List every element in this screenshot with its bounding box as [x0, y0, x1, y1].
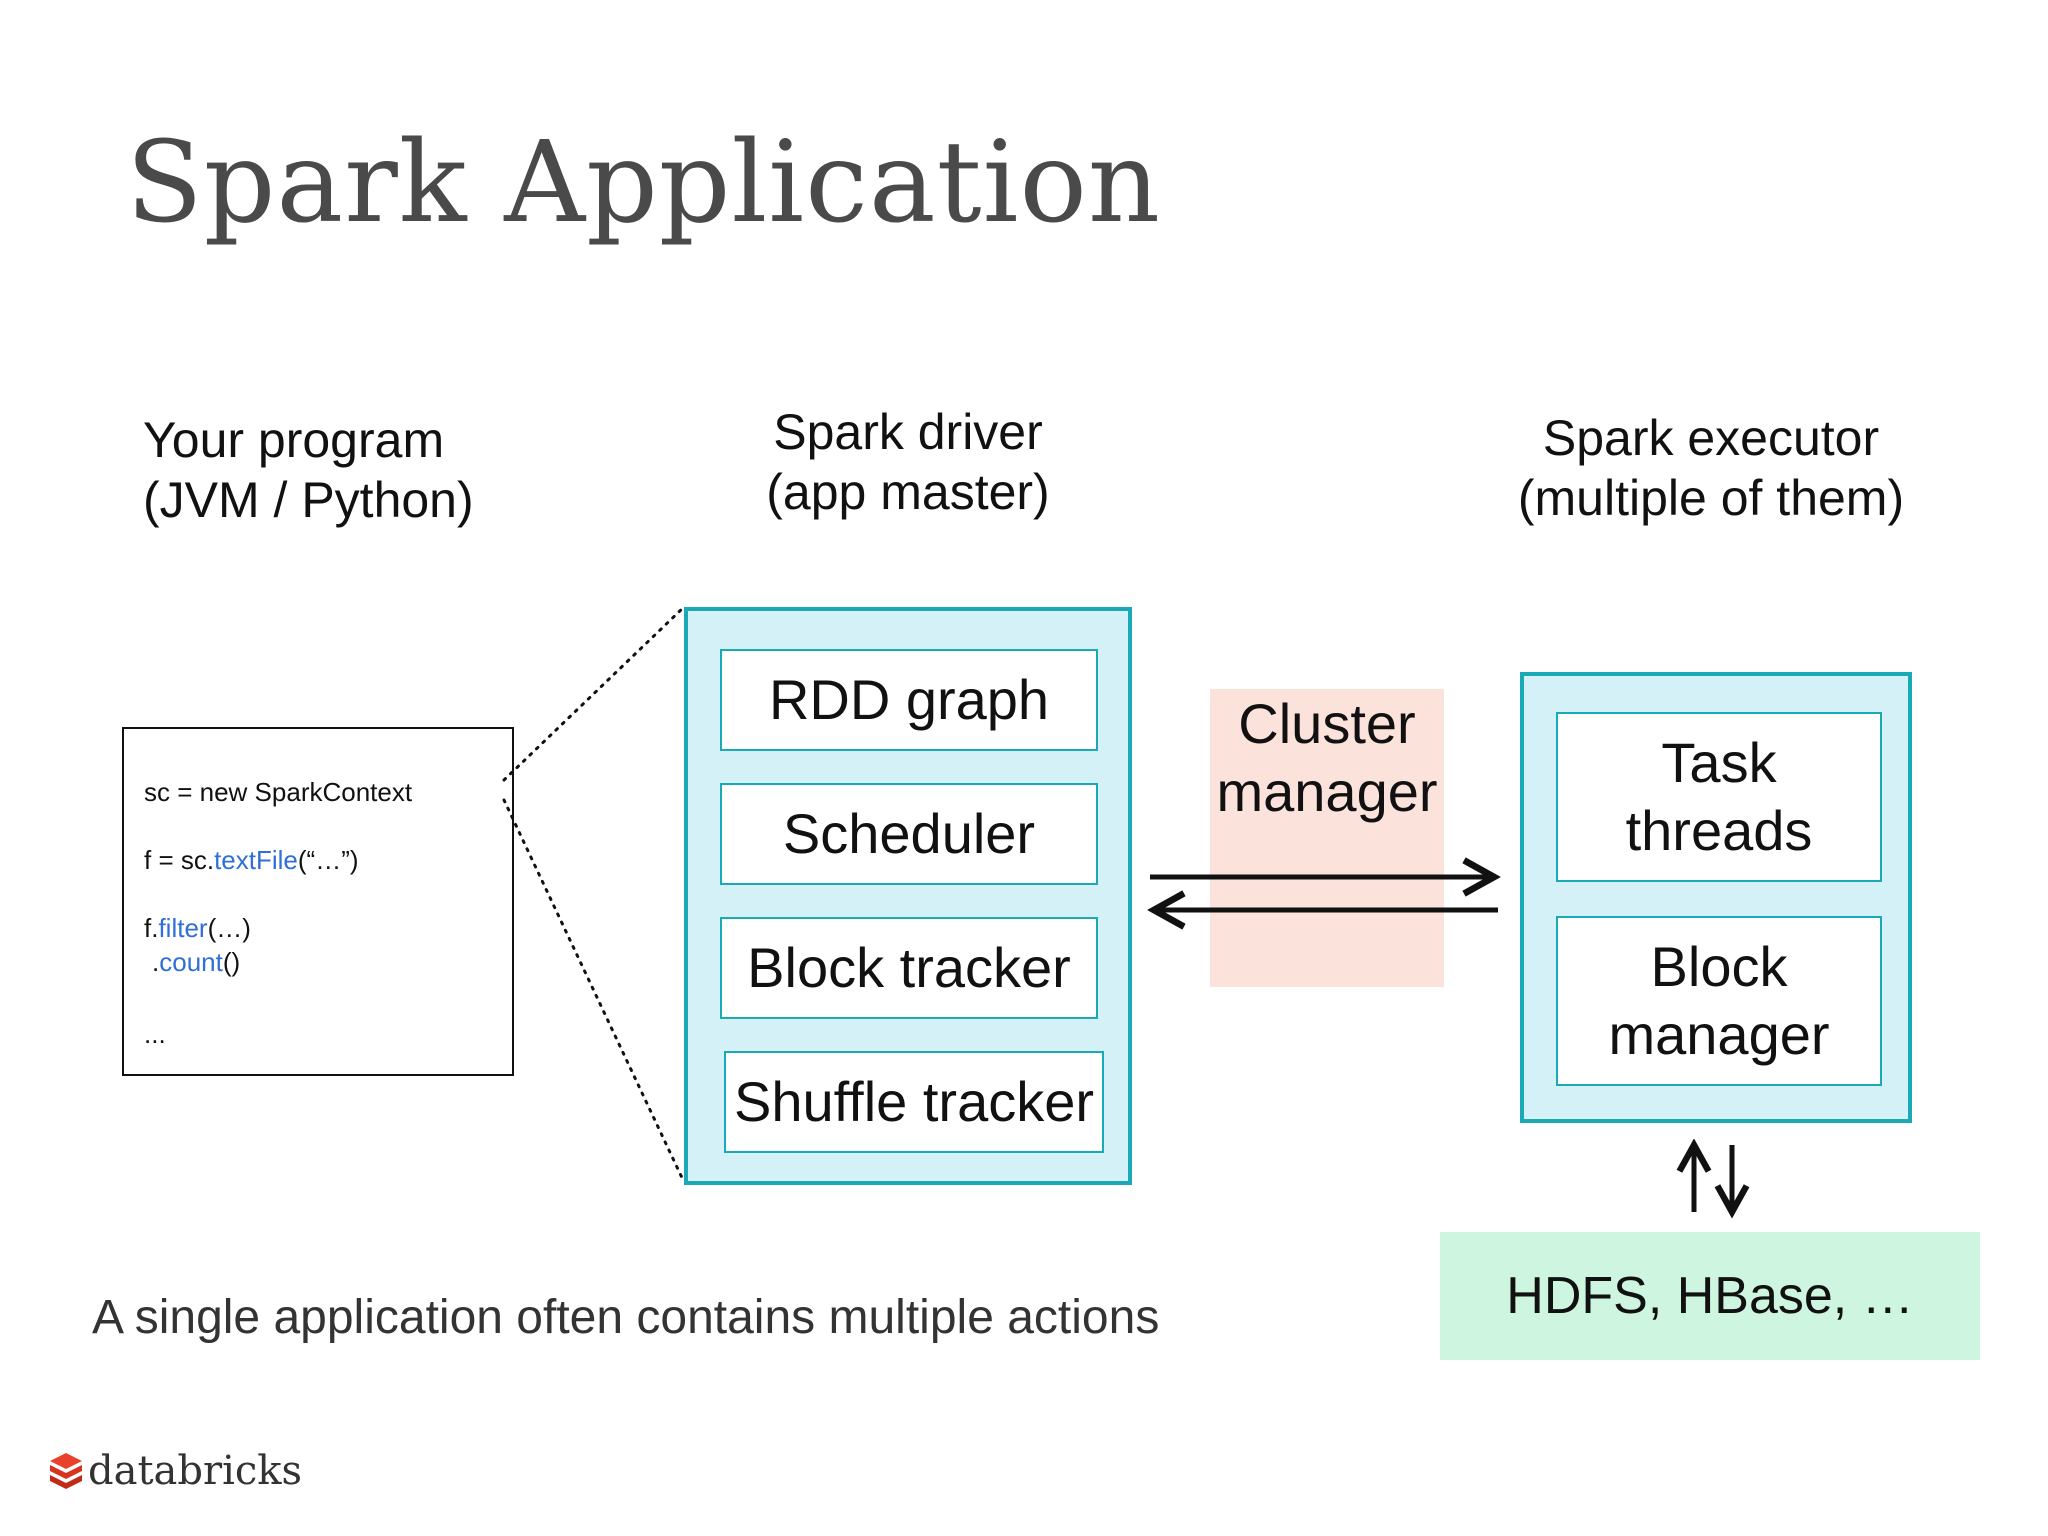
- databricks-logo-icon: [50, 1453, 82, 1489]
- zoom-dotted-line-top: [502, 605, 686, 782]
- storage-box: HDFS, HBase, …: [1440, 1232, 1980, 1360]
- code-line-4: .count(): [152, 947, 241, 977]
- code-line-2: f = sc.textFile(“…”): [144, 845, 359, 875]
- program-header-line2: (JVM / Python): [143, 472, 474, 528]
- code-line-3: f.filter(…): [144, 913, 251, 943]
- program-code-box: sc = new SparkContext f = sc.textFile(“……: [122, 727, 514, 1076]
- page-title: Spark Application: [126, 118, 1162, 248]
- code-line-1: sc = new SparkContext: [144, 777, 413, 807]
- zoom-dotted-line-bottom: [502, 798, 686, 1184]
- shuffle-tracker-component: Shuffle tracker: [724, 1051, 1104, 1153]
- block-manager-component: Block manager: [1556, 916, 1882, 1086]
- task-threads-component: Task threads: [1556, 712, 1882, 882]
- footnote: A single application often contains mult…: [92, 1291, 1160, 1344]
- scheduler-component: Scheduler: [720, 783, 1098, 885]
- spark-executor-box: Task threads Block manager: [1520, 672, 1912, 1123]
- program-header: Your program (JVM / Python): [143, 410, 474, 530]
- driver-header: Spark driver (app master): [708, 402, 1108, 522]
- driver-header-line2: (app master): [766, 464, 1050, 520]
- program-header-line1: Your program: [143, 412, 445, 468]
- databricks-logo-text: databricks: [88, 1448, 303, 1494]
- cluster-manager-background: [1210, 689, 1444, 987]
- spark-driver-box: RDD graph Scheduler Block tracker Shuffl…: [684, 607, 1132, 1185]
- cluster-manager-label: Cluster manager: [1216, 692, 1438, 823]
- driver-header-line1: Spark driver: [773, 404, 1043, 460]
- executor-header-line1: Spark executor: [1542, 410, 1880, 466]
- block-tracker-component: Block tracker: [720, 917, 1098, 1019]
- code-line-5: ...: [144, 1019, 166, 1049]
- executor-header-line2: (multiple of them): [1517, 470, 1905, 526]
- databricks-logo: databricks: [48, 1448, 302, 1494]
- executor-header: Spark executor (multiple of them): [1466, 408, 1956, 528]
- rdd-graph-component: RDD graph: [720, 649, 1098, 751]
